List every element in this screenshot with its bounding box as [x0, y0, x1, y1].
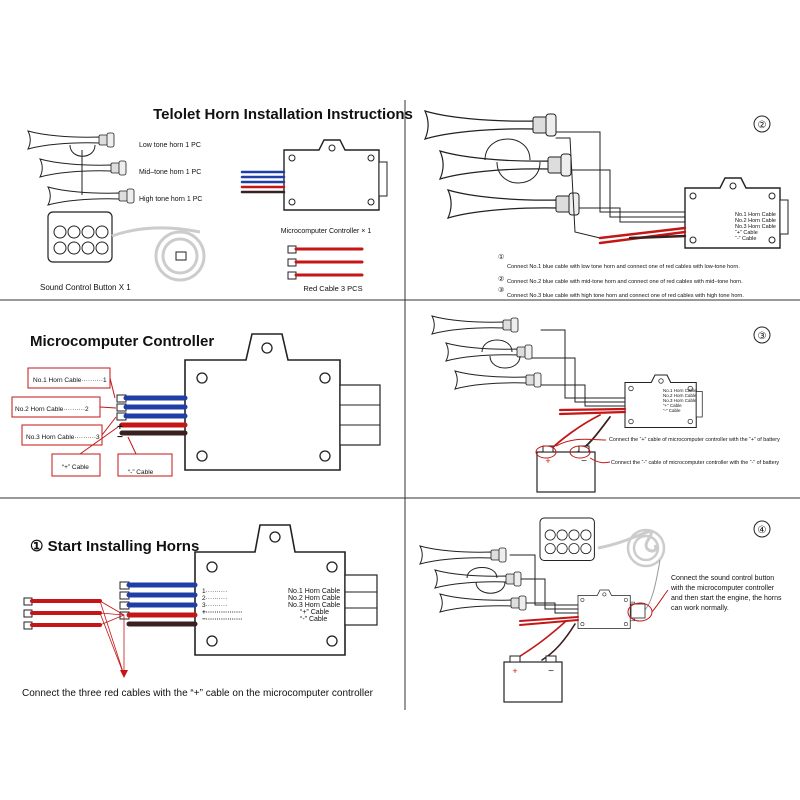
panel-step-2: ② No.1 Horn Cable No.2 Horn Cable No.3 H… — [424, 110, 789, 299]
horn-high-icon — [454, 370, 542, 390]
horn-low-label: Low tone horn 1 PC — [139, 142, 201, 149]
step-2-number: ② — [498, 275, 504, 283]
sound-control-button-icon — [539, 517, 595, 562]
row-minus: −················· — [202, 616, 243, 623]
horn-mid-icon — [434, 569, 522, 589]
row-1: 1·········· — [202, 588, 227, 595]
callout-plus: “+” Cable — [62, 464, 89, 471]
ctrl-label-2: No.2 Horn Cable — [735, 218, 776, 224]
horn-high-label: High tone horn 1 PC — [139, 196, 202, 203]
label-3: No.3 Horn Cable — [288, 602, 340, 609]
label-minus: “-” Cable — [300, 616, 327, 623]
step-1-title: ① Start Installing Horns — [30, 538, 199, 555]
panel-controller-detail: Microcomputer Controller + − No.1 H — [11, 333, 381, 477]
controller-row-list: 1·········· 2·········· 3·········· +···… — [202, 588, 340, 623]
note-plus: Connect the “+” cable of microcomputer c… — [609, 437, 780, 443]
button-cable-coil-icon — [154, 230, 206, 282]
horn-mid-icon — [39, 158, 127, 178]
controller-icon — [283, 139, 388, 211]
ctrl-label-1: No.1 Horn Cable — [663, 388, 697, 393]
harness-wires-icon — [531, 329, 627, 453]
horn-low-icon — [419, 545, 507, 565]
step-1-number: ① — [498, 253, 504, 261]
battery-icon — [536, 445, 596, 493]
ctrl-label-plus: “+” Cable — [663, 403, 682, 408]
loose-red-cables — [23, 597, 128, 678]
callout-no3: No.3 Horn Cable··········3 — [26, 434, 100, 441]
ctrl-label-3: No.3 Horn Cable — [663, 398, 697, 403]
controller-label-list: No.1 Horn Cable No.2 Horn Cable No.3 Hor… — [735, 212, 776, 242]
controller-title: Microcomputer Controller — [30, 333, 214, 350]
note-line-3: and then start the engine, the horns — [671, 595, 782, 602]
label-2: No.2 Horn Cable — [288, 595, 340, 602]
callout-boxes: No.1 Horn Cable··········1 No.2 Horn Cab… — [11, 367, 173, 477]
note-line-1: Connect the sound control button — [671, 575, 774, 582]
button-caption: Sound Control Button X 1 — [40, 283, 131, 292]
step-3-number: ③ — [498, 286, 504, 294]
note-line-4: can work normally. — [671, 605, 729, 612]
label-1: No.1 Horn Cable — [288, 588, 340, 595]
label-plus: “+” Cable — [300, 609, 329, 616]
horn-low-icon — [424, 110, 557, 140]
step-number: ③ — [758, 331, 767, 342]
ctrl-label-1: No.1 Horn Cable — [735, 212, 776, 218]
ctrl-label-plus: “+” Cable — [735, 230, 758, 236]
row-2: 2·········· — [202, 595, 227, 602]
horn-high-icon — [447, 189, 580, 219]
step-4-note: Connect the sound control button with th… — [670, 575, 782, 612]
callout-minus: “-” Cable — [128, 469, 154, 476]
panel-parts-list: Telolet Horn Installation Instructions L… — [27, 106, 413, 293]
harness-wires-icon — [509, 554, 646, 661]
ctrl-label-minus: “-” Cable — [735, 236, 756, 242]
row-3: 3·········· — [202, 602, 227, 609]
row-plus: +················· — [202, 609, 243, 616]
controller-wires-icon — [240, 170, 286, 194]
panel-step-4: ④ Connect the sound control button with … — [419, 517, 782, 703]
horn-mid-label: Mid–tone horn 1 PC — [139, 169, 201, 176]
red-cables-icon — [287, 245, 364, 280]
controller-icon — [577, 589, 636, 629]
note-minus: Connect the “-” cable of microcomputer c… — [611, 460, 779, 466]
step-number: ② — [758, 120, 767, 131]
horn-mid-icon — [445, 342, 533, 362]
horn-mid-icon — [439, 150, 572, 180]
step-1-text: Connect No.1 blue cable with low tone ho… — [507, 264, 740, 270]
controller-caption: Microcomputer Controller × 1 — [281, 228, 372, 235]
sheet-title: Telolet Horn Installation Instructions — [153, 106, 413, 123]
step-2-text: Connect No.2 blue cable with mid-tone ho… — [507, 279, 743, 285]
sound-control-button-icon — [47, 211, 113, 263]
harness-wires-icon — [555, 131, 687, 245]
ctrl-label-3: No.3 Horn Cable — [735, 224, 776, 230]
battery-icon — [503, 655, 563, 703]
plus-sign: + — [117, 422, 123, 433]
controller-wire-bundle — [119, 581, 198, 627]
callout-no2: No.2 Horn Cable··········2 — [15, 406, 89, 413]
panel-step-1: ① Start Installing Horns — [22, 524, 378, 699]
ctrl-label-2: No.2 Horn Cable — [663, 393, 697, 398]
horn-high-icon — [47, 186, 135, 206]
callout-no1: No.1 Horn Cable··········1 — [33, 377, 107, 384]
controller-large-icon — [184, 333, 381, 471]
note-line-2: with the microcomputer controller — [670, 585, 775, 592]
controller-large-icon — [194, 524, 378, 656]
red-cable-caption: Red Cable 3 PCS — [303, 284, 362, 293]
step-3-text: Connect No.3 blue cable with high tone h… — [507, 293, 744, 299]
step-list: ① Connect No.1 blue cable with low tone … — [498, 253, 744, 299]
panel-step-3: ③ No.1 Horn Cable No.2 Horn Cable No.3 H… — [431, 315, 780, 493]
horn-high-icon — [439, 593, 527, 613]
minus-sign: − — [117, 432, 123, 443]
ctrl-label-minus: “-” Cable — [663, 408, 681, 413]
controller-label-list: No.1 Horn Cable No.2 Horn Cable No.3 Hor… — [663, 388, 697, 413]
step-number: ④ — [758, 525, 767, 536]
controller-wire-bundle — [116, 394, 188, 436]
button-cable-coil-icon — [597, 529, 658, 553]
horn-low-icon — [27, 130, 115, 150]
step-1-caption: Connect the three red cables with the “+… — [22, 688, 374, 699]
horn-low-icon — [431, 315, 519, 335]
